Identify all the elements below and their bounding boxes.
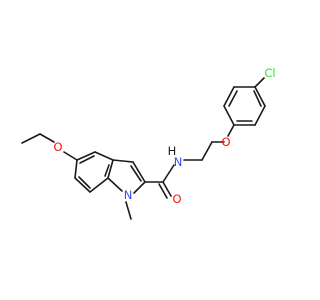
bond xyxy=(162,181,172,197)
bond xyxy=(158,183,168,199)
molecule-structure: Cl O H N O O N xyxy=(21,66,276,220)
bond xyxy=(39,133,55,143)
bond xyxy=(254,105,266,126)
bond xyxy=(74,177,91,193)
bond xyxy=(228,90,238,107)
bond xyxy=(107,177,123,192)
bond xyxy=(130,165,142,182)
bond xyxy=(79,155,95,164)
bonds xyxy=(21,77,266,220)
bond xyxy=(94,151,114,161)
bond xyxy=(132,161,146,183)
bond xyxy=(21,133,41,144)
bond xyxy=(76,151,96,161)
bond xyxy=(63,151,78,161)
ether-oxygen-label: O xyxy=(221,135,230,149)
bond xyxy=(162,164,175,183)
bond xyxy=(107,159,114,179)
bond xyxy=(254,86,266,107)
bond xyxy=(133,181,146,194)
bond xyxy=(89,177,109,193)
bond xyxy=(78,176,91,189)
bond xyxy=(74,159,78,179)
bond xyxy=(125,201,132,220)
amide-nitrogen-label: N xyxy=(174,155,183,169)
ethoxy-oxygen-label: O xyxy=(53,140,62,154)
amide-hydrogen-label: H xyxy=(168,144,177,158)
indole-nitrogen-label: N xyxy=(124,188,133,202)
bond xyxy=(227,124,235,137)
carbonyl-oxygen-label: O xyxy=(172,192,181,206)
bond xyxy=(223,105,235,126)
atom-labels: Cl O H N O O N xyxy=(53,66,275,206)
bond xyxy=(201,141,213,161)
bond xyxy=(223,86,235,107)
bond xyxy=(112,159,134,163)
bond xyxy=(104,164,110,177)
bond xyxy=(254,77,265,88)
bond xyxy=(253,90,262,107)
chlorine-label: Cl xyxy=(264,66,275,80)
